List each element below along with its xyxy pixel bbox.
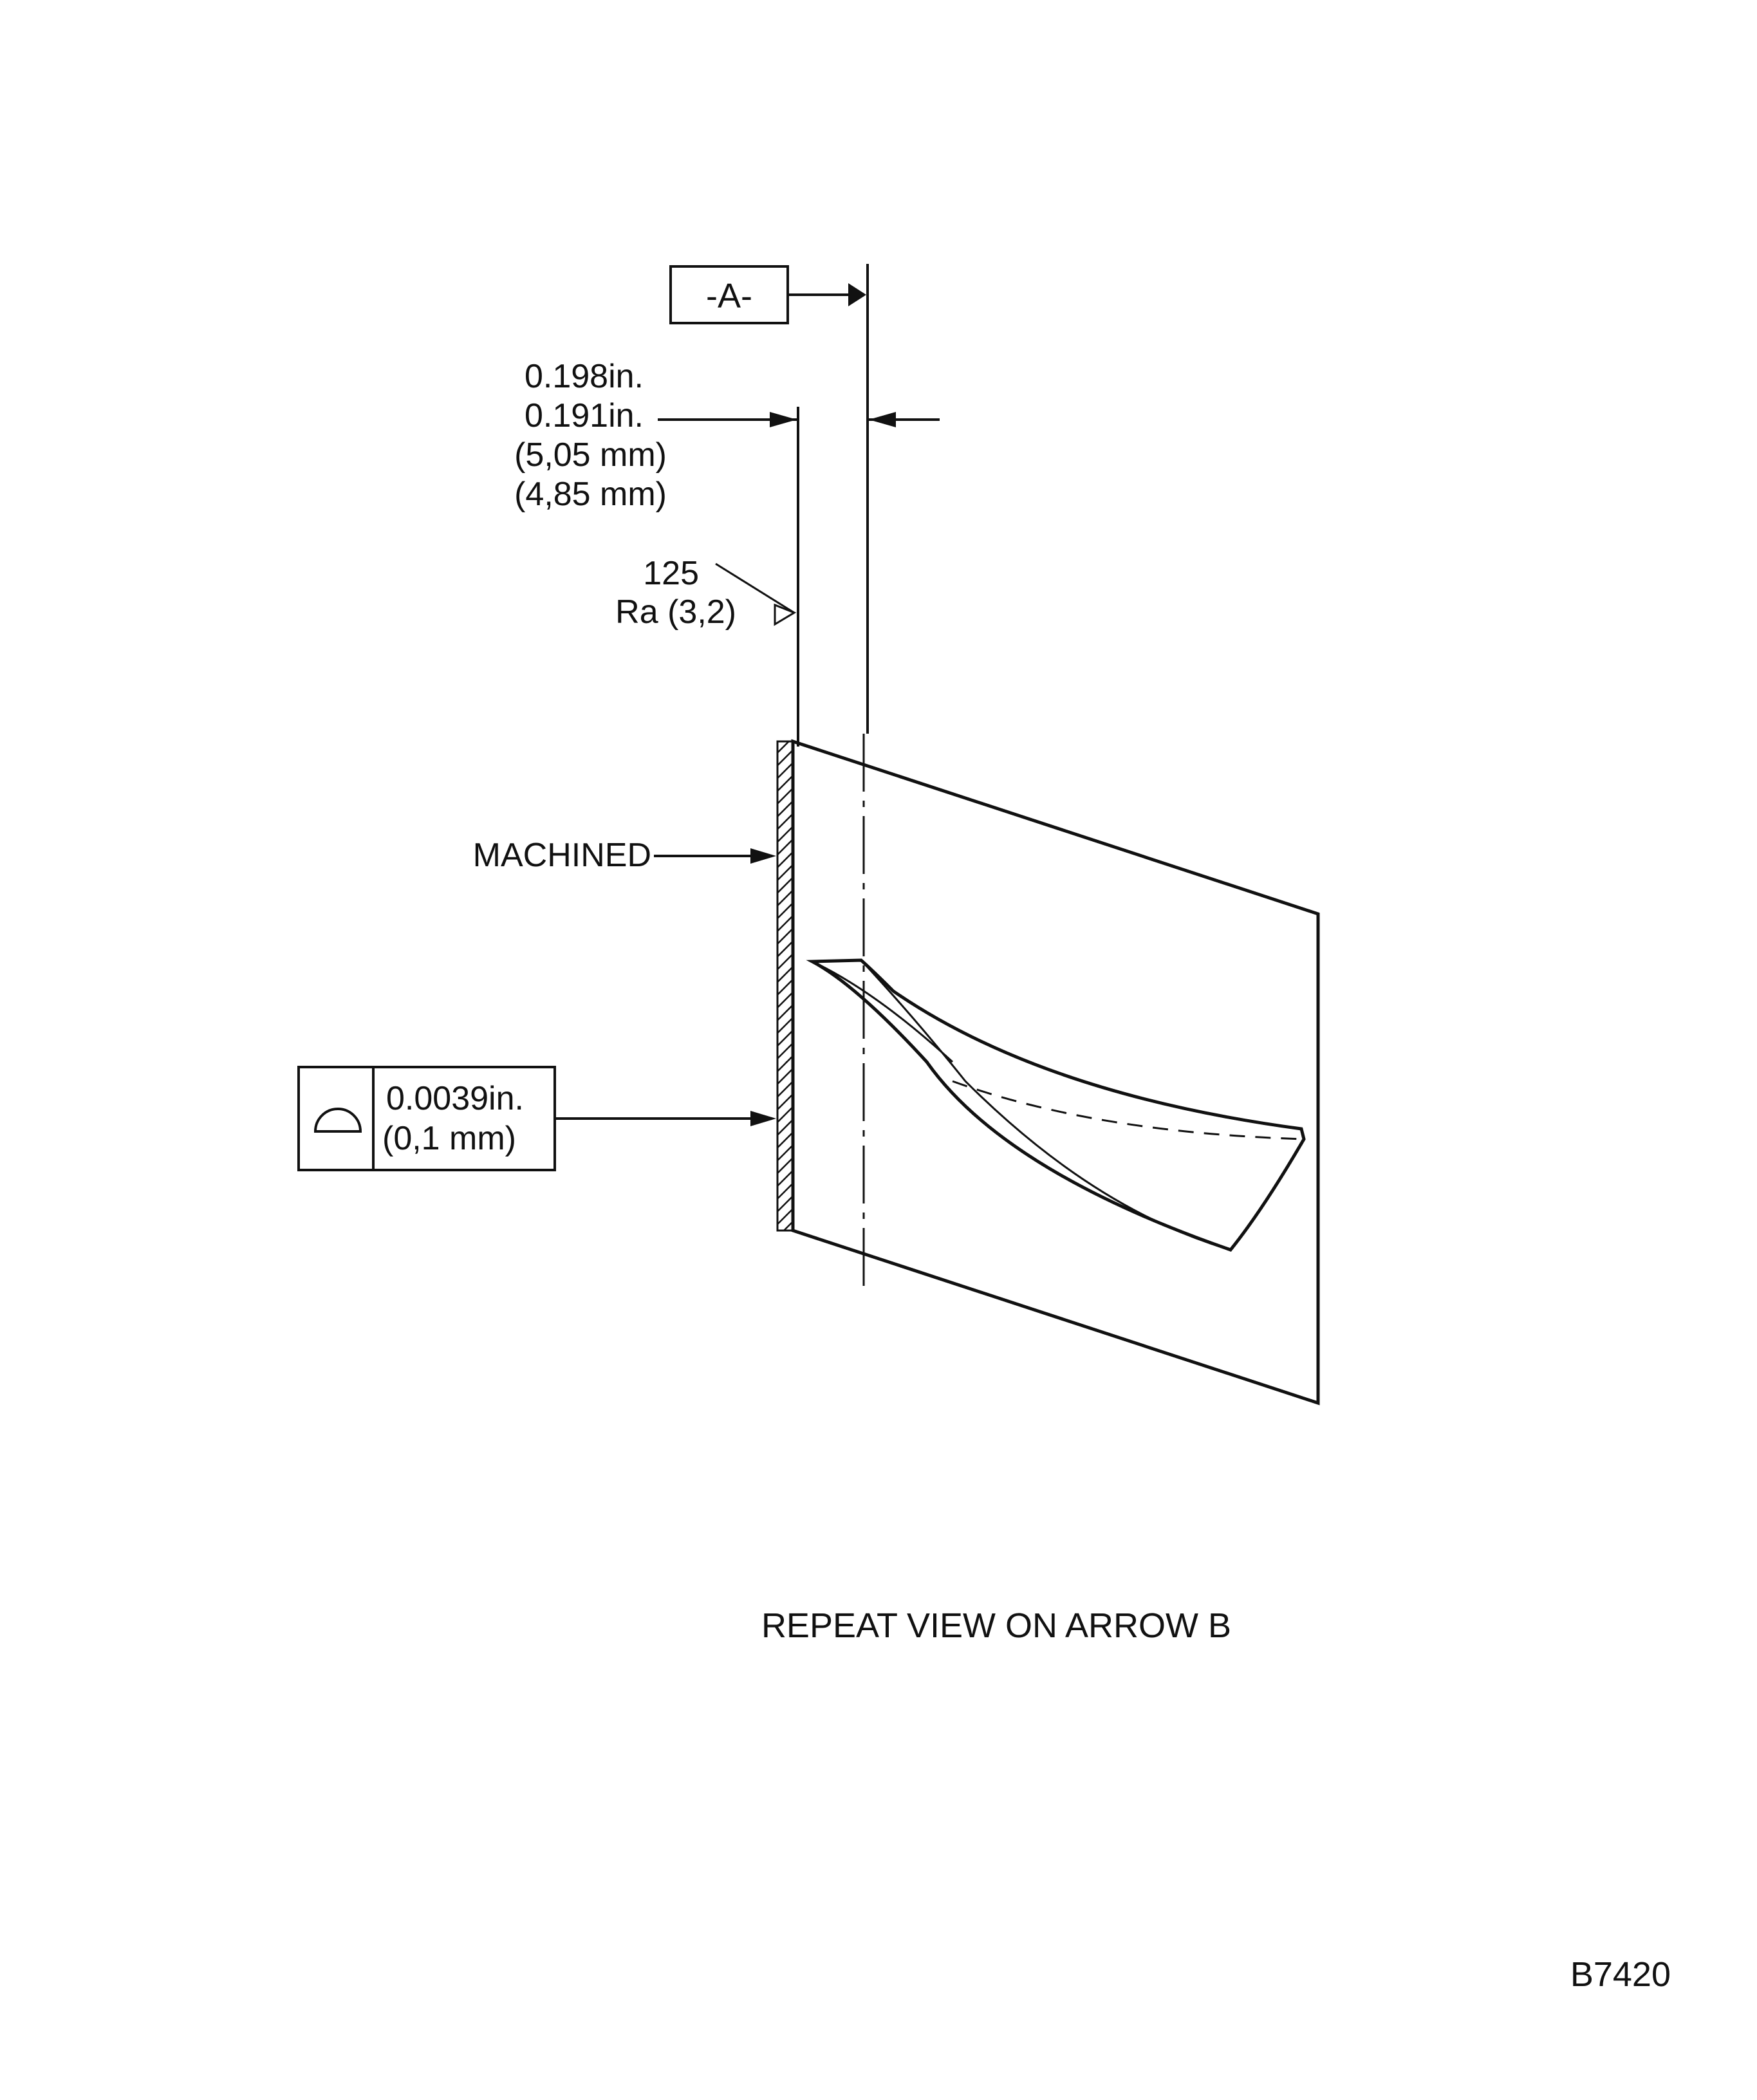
profile-tolerance-inch: 0.0039in. bbox=[386, 1080, 524, 1117]
arrowhead-icon bbox=[750, 1111, 776, 1126]
dimension-max-mm: (5,05 mm) bbox=[514, 436, 667, 474]
arrowhead-icon bbox=[770, 412, 797, 427]
datum-a-label: -A- bbox=[706, 277, 752, 315]
profile-of-surface-icon bbox=[313, 1108, 362, 1133]
airfoil bbox=[806, 958, 1306, 1252]
dimension-max-inch: 0.198in. bbox=[525, 358, 644, 395]
datum-triangle-icon bbox=[848, 283, 866, 306]
datum-a-frame: -A- bbox=[669, 265, 866, 324]
dimension-min-inch: 0.191in. bbox=[525, 397, 644, 434]
machined-label: MACHINED bbox=[473, 837, 651, 874]
plate bbox=[776, 739, 1320, 1406]
dimension-min-mm: (4,85 mm) bbox=[514, 476, 667, 513]
view-caption: REPEAT VIEW ON ARROW B bbox=[761, 1606, 1231, 1645]
profile-tolerance-frame: 0.0039in. (0,1 mm) bbox=[297, 1066, 776, 1171]
roughness-ra: Ra (3,2) bbox=[615, 593, 736, 631]
arrowhead-icon bbox=[869, 412, 896, 427]
surface-roughness-callout: 125 Ra (3,2) bbox=[615, 555, 797, 631]
drawing-number: B7420 bbox=[1570, 1955, 1671, 1994]
roughness-value: 125 bbox=[643, 555, 699, 592]
profile-tolerance-mm: (0,1 mm) bbox=[382, 1120, 516, 1157]
thickness-dimension: 0.198in. 0.191in. (5,05 mm) (4,85 mm) bbox=[514, 358, 940, 513]
arrowhead-icon bbox=[750, 848, 776, 864]
roughness-triangle-icon bbox=[774, 603, 797, 626]
machined-hatch bbox=[776, 740, 794, 1232]
machined-callout: MACHINED bbox=[473, 837, 776, 874]
